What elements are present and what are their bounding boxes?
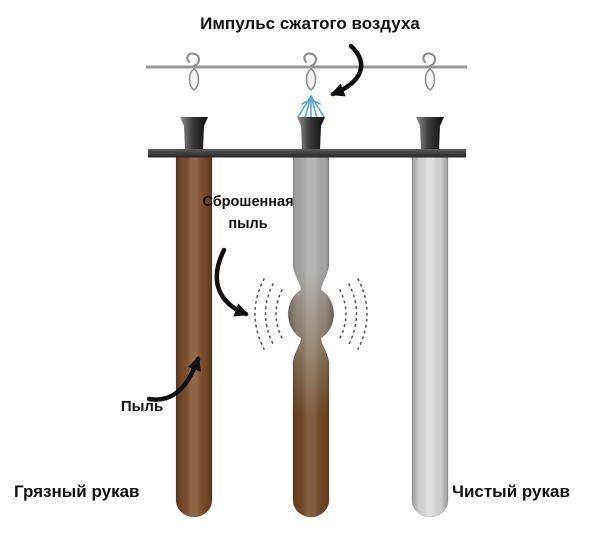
label-shed-dust: Сброшенная пыль xyxy=(202,194,294,232)
arrow-air-pulse xyxy=(330,43,364,97)
title-air-pulse: Импульс сжатого воздуха xyxy=(200,14,420,33)
label-dirty-bag: Грязный рукав xyxy=(14,482,140,501)
hanger-middle xyxy=(297,52,325,120)
venturi-cone-middle xyxy=(297,117,325,150)
arrow-dust xyxy=(146,356,201,402)
hanger-left xyxy=(186,52,201,91)
clean-bag xyxy=(411,153,449,518)
venturi-cone-right xyxy=(416,117,444,150)
dirty-bag xyxy=(175,153,213,518)
venturi-cone-left xyxy=(180,117,208,150)
label-dust: Пыль xyxy=(120,398,164,415)
hanger-right xyxy=(422,52,437,91)
tube-sheet xyxy=(148,149,466,158)
air-pulse-spray-icon xyxy=(297,95,325,120)
cleaning-bag xyxy=(287,153,335,518)
vibration-waves xyxy=(254,278,368,350)
label-clean-bag: Чистый рукав xyxy=(452,482,570,501)
arrow-shed-dust xyxy=(214,247,249,317)
